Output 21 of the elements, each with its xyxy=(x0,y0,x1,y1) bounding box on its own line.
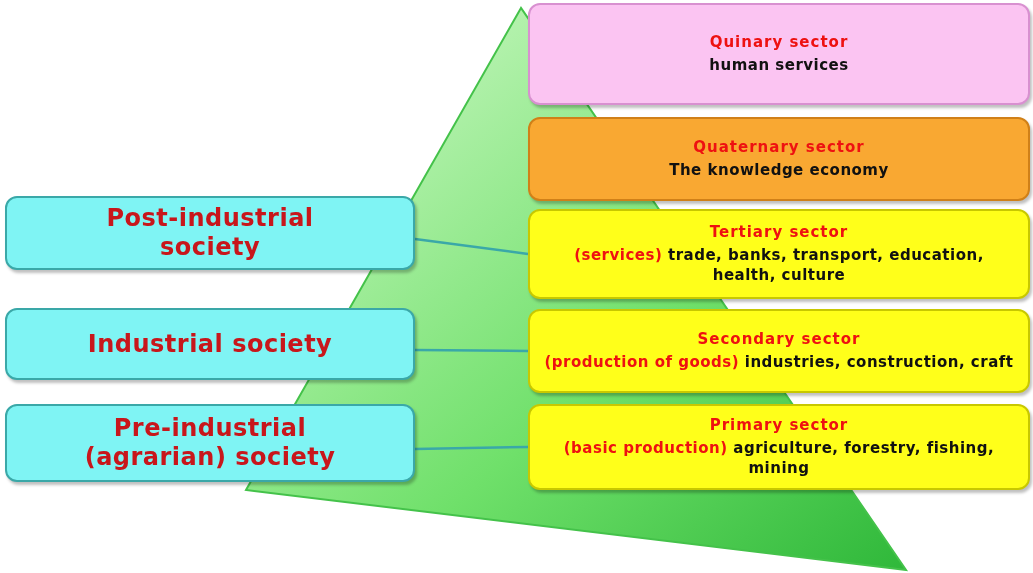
sector-box xyxy=(528,117,1030,201)
sector-description: (basic production) agriculture, forestry, fishing, mining xyxy=(562,437,996,479)
sector-title: Quinary sector xyxy=(709,32,849,51)
sector-title: Primary sector xyxy=(709,415,849,434)
sector-box xyxy=(528,209,1030,299)
sector-title: Tertiary sector xyxy=(709,222,849,241)
callout-text: Post-industrial society xyxy=(105,204,315,262)
sector-description: human services xyxy=(709,54,849,76)
sector-description: (services) trade, banks, transport, education, health, culture xyxy=(573,244,985,286)
callout-text: Pre-industrial (agrarian) society xyxy=(83,414,337,472)
callout-text: Industrial society xyxy=(87,329,333,359)
callout-box xyxy=(5,404,415,482)
sector-box xyxy=(528,404,1030,490)
sector-description: (production of goods) industries, construction, craft xyxy=(544,351,1014,373)
sector-title: Secondary sector xyxy=(697,329,861,348)
sector-description: The knowledge economy xyxy=(669,159,889,181)
callout-box xyxy=(5,196,415,270)
sector-box xyxy=(528,3,1030,105)
callout-box xyxy=(5,308,415,380)
sector-title: Quaternary sector xyxy=(693,137,865,156)
sector-box xyxy=(528,309,1030,393)
